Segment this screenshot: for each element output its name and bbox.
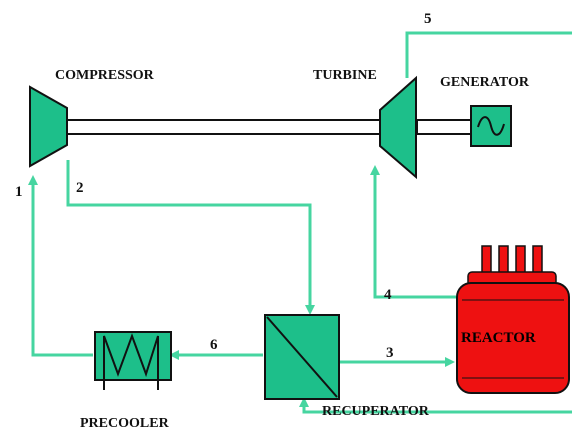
- reactor: [456, 245, 570, 394]
- recuperator: [264, 314, 340, 400]
- flow-line-5: [405, 31, 572, 78]
- flow-line-4: [370, 165, 456, 299]
- state-point-4: 4: [384, 287, 392, 303]
- flow-line-1: [28, 175, 93, 357]
- compressor: [29, 85, 68, 168]
- diagonal-exchanger-icon: [266, 316, 338, 398]
- state-point-6: 6: [210, 337, 218, 353]
- reactor-label: REACTOR: [461, 330, 536, 346]
- precooler: [94, 331, 172, 390]
- compressor-icon: [29, 85, 68, 168]
- generator: [470, 105, 512, 147]
- generator-label: GENERATOR: [440, 75, 530, 90]
- state-point-5: 5: [424, 11, 432, 27]
- state-point-3: 3: [386, 345, 394, 361]
- reactor-vessel: [456, 282, 570, 394]
- recuperator-label: RECUPERATOR: [322, 404, 430, 419]
- shaft: [65, 119, 472, 135]
- precooler-label: PRECOOLER: [80, 416, 170, 431]
- flow-line-return: [299, 397, 572, 414]
- state-point-2: 2: [76, 180, 84, 196]
- turbine-label: TURBINE: [313, 68, 377, 83]
- zigzag-coil-icon: [103, 333, 159, 390]
- sine-wave-icon: [477, 116, 505, 136]
- compressor-label: COMPRESSOR: [55, 68, 155, 83]
- flow-lines: [28, 31, 572, 414]
- turbine: [379, 75, 417, 180]
- turbine-icon: [379, 75, 417, 180]
- state-point-1: 1: [15, 184, 23, 200]
- flow-line-2: [66, 160, 315, 315]
